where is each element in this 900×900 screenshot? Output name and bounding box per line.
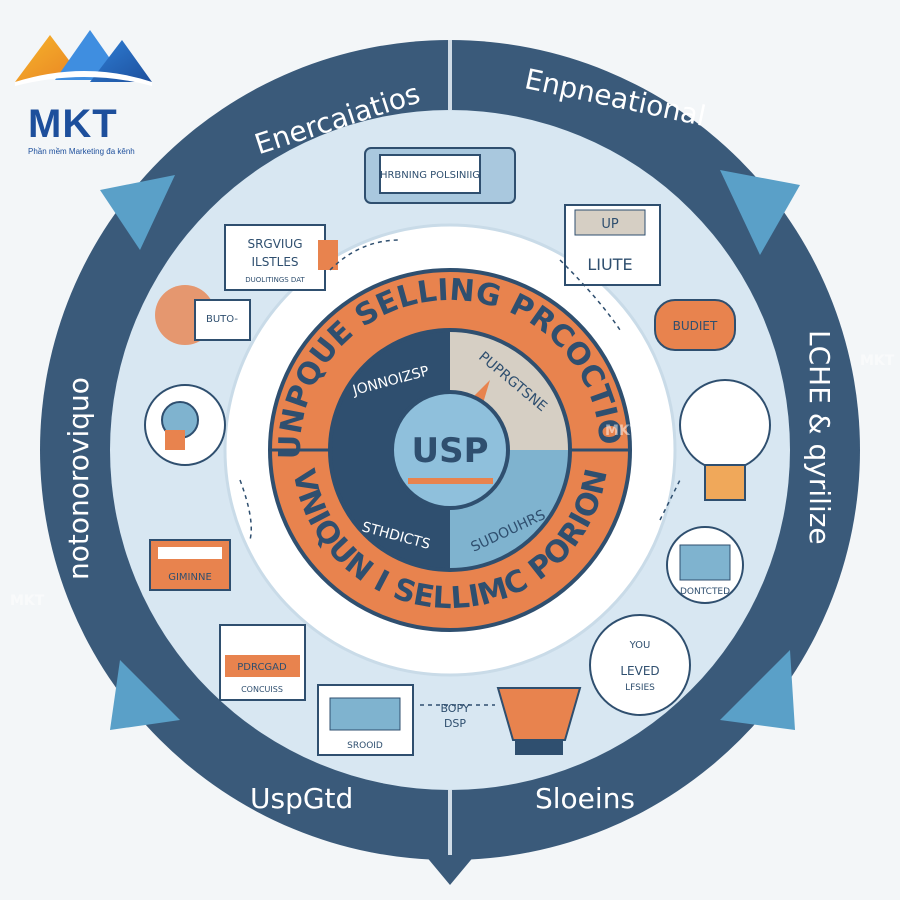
speech-bubble-illustration: BUDIET — [654, 299, 736, 351]
svg-text:MKT: MKT — [10, 593, 45, 609]
watermark: MKT MKT MKT — [10, 353, 895, 609]
bottom-mid-line-1: BOPY — [440, 702, 469, 715]
arrow-icon — [100, 175, 175, 250]
arrow-icon — [720, 170, 800, 255]
gear-icon — [144, 384, 226, 466]
bottom-left-card-label: PDRCGAD — [237, 662, 287, 673]
board-line-1: SRGVIUG — [247, 237, 302, 251]
logo: MKT Phần mềm Marketing đa kênh — [10, 20, 160, 160]
board-line-2: ILSTLES — [251, 255, 298, 269]
board-line-3: DUOLITINGS DAT — [245, 276, 305, 284]
bottom-mid-line-2: DSP — [444, 717, 466, 730]
arrow-icon — [110, 660, 180, 730]
box-line-2: LIUTE — [587, 255, 632, 274]
board-illustration: SRGVIUG ILSTLES DUOLITINGS DAT — [224, 224, 338, 291]
arrow-down-icon — [425, 855, 475, 885]
logo-mountains-icon — [15, 30, 152, 86]
svg-text:MKT: MKT — [605, 423, 640, 439]
bottom-monitor-illustration: SROOID — [317, 684, 414, 756]
ring-label-right: LCHE & qyrilize — [803, 330, 836, 545]
top-card-illustration: HRBNING POLSINIIG — [364, 147, 516, 204]
bottom-left-card-lines: CONCUISS — [241, 685, 283, 694]
left-card-illustration: BUTO- — [155, 285, 251, 345]
box-illustration: UP LIUTE — [564, 204, 661, 286]
bubble-label: BUDIET — [673, 319, 718, 333]
badge-illustration: YOU LEVED LFSIES — [589, 614, 691, 716]
top-card-label: HRBNING POLSINIIG — [380, 170, 480, 181]
logo-tagline: Phần mềm Marketing đa kênh — [28, 147, 135, 156]
connector-lines — [239, 239, 681, 706]
right-monitor-label: DONTCTED — [680, 587, 730, 597]
badge-line-3: LFSIES — [625, 683, 655, 693]
badge-line-2: LEVED — [620, 664, 659, 678]
bottom-left-card-illustration: PDRCGAD CONCUISS — [219, 624, 306, 701]
left-card-label: BUTO- — [206, 314, 238, 325]
logo-brand: MKT — [28, 102, 118, 146]
ring-arrows — [100, 170, 800, 885]
ring-label-bottom-right: Sloeins — [535, 782, 635, 815]
lightbulb-icon — [679, 379, 771, 501]
chart-board-illustration: GIMINNE — [149, 539, 231, 591]
badge-line-1: YOU — [629, 640, 651, 651]
bottom-monitor-label: SROOID — [347, 741, 383, 751]
ring-label-left: notonoroviquo — [62, 377, 95, 580]
arrow-icon — [720, 650, 795, 730]
box-line-1: UP — [601, 217, 619, 232]
ring-label-bottom-left: UspGtd — [250, 782, 353, 815]
pedestal-illustration — [496, 687, 582, 755]
right-monitor-illustration: DONTCTED — [666, 526, 744, 604]
usp-center-label: USP — [411, 431, 488, 471]
svg-text:MKT: MKT — [860, 353, 895, 369]
chart-board-label: GIMINNE — [168, 572, 212, 583]
